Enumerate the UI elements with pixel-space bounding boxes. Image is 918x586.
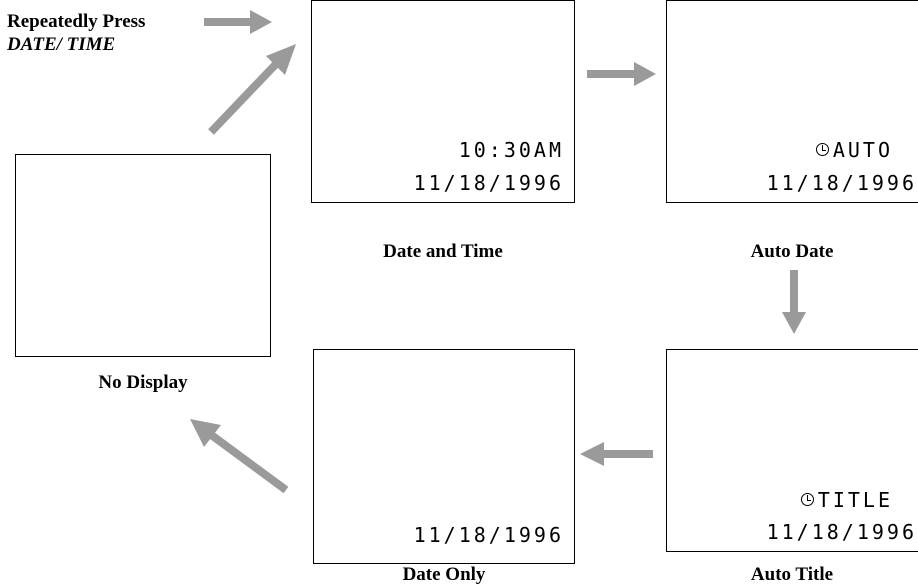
arrow-up-right [208,61,279,135]
screen-auto-date: AUTO 11/18/1996 [666,0,918,203]
caption-auto-date: Auto Date [750,241,834,262]
arrow-down [782,270,806,334]
caption-date-and-time: Date and Time [383,241,503,262]
screen-no-display [15,154,271,357]
clock-icon [815,143,829,156]
caption-no-display: No Display [98,372,188,393]
screen-auto-title: TITLE 11/18/1996 [666,349,918,552]
auto-mode-label: AUTO [832,138,893,162]
title-mode-readout: TITLE [800,488,893,512]
date-time-button-label: DATE/ TIME [7,34,116,55]
screen-date-and-time: 10:30AM 11/18/1996 [311,0,575,203]
date-readout: 11/18/1996 [413,171,564,195]
auto-mode-readout: AUTO [815,138,893,162]
arrow-right [587,62,656,86]
title-mode-label: TITLE [817,488,893,512]
caption-date-only: Date Only [402,564,486,585]
date-readout: 11/18/1996 [766,520,917,544]
arrow-left [580,442,653,466]
clock-icon [800,493,814,506]
date-readout: 11/18/1996 [766,171,917,195]
arrow-instruction [204,10,272,34]
arrow-up-left [207,430,289,494]
screen-date-only: 11/18/1996 [313,349,575,564]
date-readout: 11/18/1996 [413,523,564,547]
time-readout: 10:30AM [458,138,564,162]
caption-auto-title: Auto Title [750,564,834,585]
instruction-text: Repeatedly Press DATE/ TIME [7,10,145,56]
instruction-line: Repeatedly Press [7,11,146,32]
